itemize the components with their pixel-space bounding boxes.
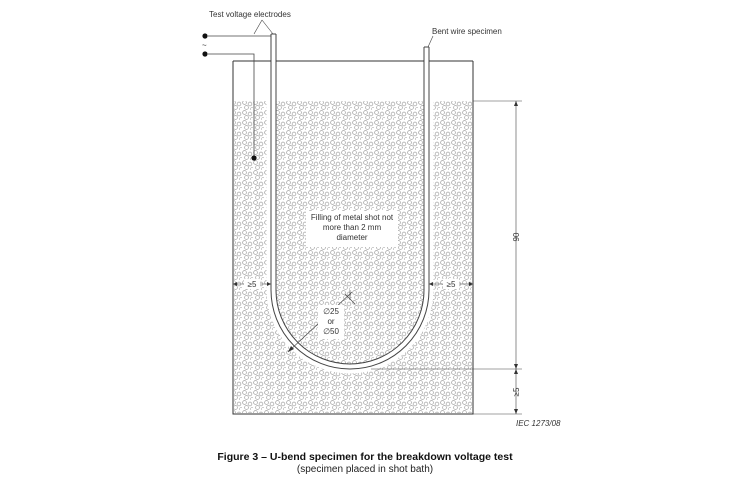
filling-label-line2: more than 2 mm	[323, 223, 382, 232]
filling-label-line1: Filling of metal shot not	[311, 213, 394, 222]
specimen-label: Bent wire specimen	[432, 27, 502, 36]
electrodes-label: Test voltage electrodes	[209, 10, 291, 19]
dim-left-label: ≥5	[248, 280, 257, 289]
electrode-wire-shot	[208, 53, 255, 156]
shot-bath-container	[232, 61, 474, 415]
diameter-label-line3: ∅50	[323, 327, 339, 336]
filling-label-line3: diameter	[336, 233, 367, 242]
specimen-wire-outer	[270, 34, 430, 370]
diameter-label-line2: or	[327, 317, 334, 326]
shot-electrode-dot	[251, 155, 257, 161]
figure-caption-title: Figure 3 – U-bend specimen for the break…	[217, 451, 513, 463]
diameter-label-line1: ∅25	[323, 307, 339, 316]
dim-height-label: 90	[512, 232, 521, 241]
iec-reference: IEC 1273/08	[516, 419, 561, 428]
terminal-dot-upper	[202, 33, 208, 39]
terminal-dot-lower	[202, 51, 208, 57]
specimen-wire-inner	[275, 34, 425, 365]
dim-right-label: ≥5	[447, 280, 456, 289]
dim-bottom-label: ≥5	[512, 387, 521, 396]
figure-caption-subtitle: (specimen placed in shot bath)	[296, 464, 434, 475]
ac-symbol: ~	[202, 41, 207, 50]
